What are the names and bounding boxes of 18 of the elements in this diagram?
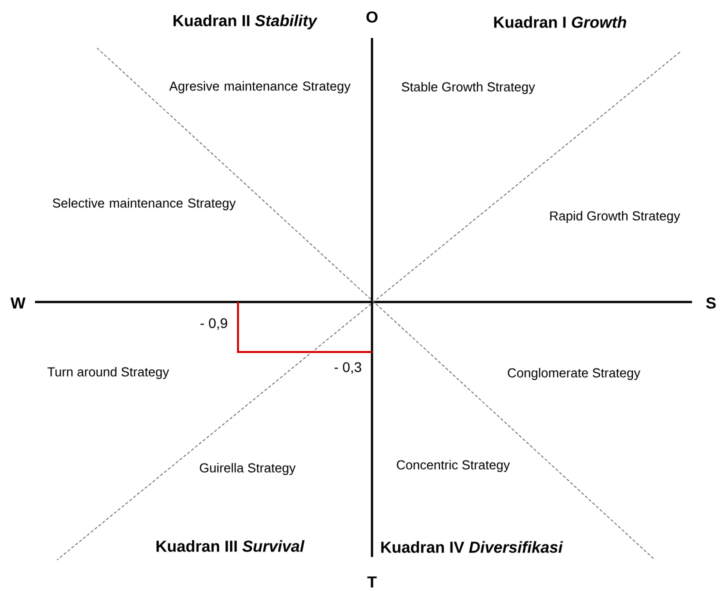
axis-label: S bbox=[706, 297, 716, 309]
quadrant-title: Kuadran IV Diversifikasi bbox=[381, 541, 563, 553]
strategy-label: Selective maintenance Strategy bbox=[52, 198, 236, 210]
strategy-label: Rapid Growth Strategy bbox=[550, 210, 680, 224]
value-label: - 0,9 bbox=[200, 318, 228, 330]
strategy-label: Turn around Strategy bbox=[48, 366, 170, 380]
value-label: - 0,3 bbox=[334, 362, 362, 374]
quadrant-title: Kuadran II Stability bbox=[174, 14, 318, 30]
strategy-label: Agresive maintenance Strategy bbox=[169, 81, 351, 94]
strategy-label: Concentric Strategy bbox=[396, 460, 510, 472]
strategy-label: Conglomerate Strategy bbox=[508, 368, 640, 380]
axis-label: O bbox=[366, 11, 378, 23]
axis-label: W bbox=[10, 298, 26, 308]
quadrant-title: Kuadran III Survival bbox=[156, 540, 305, 552]
strategy-label: Stable Growth Strategy bbox=[402, 82, 536, 94]
quadrant-title: Kuadran I Growth bbox=[494, 16, 626, 28]
strategy-label: Guirella Strategy bbox=[200, 462, 296, 476]
axis-label: T bbox=[367, 576, 377, 588]
